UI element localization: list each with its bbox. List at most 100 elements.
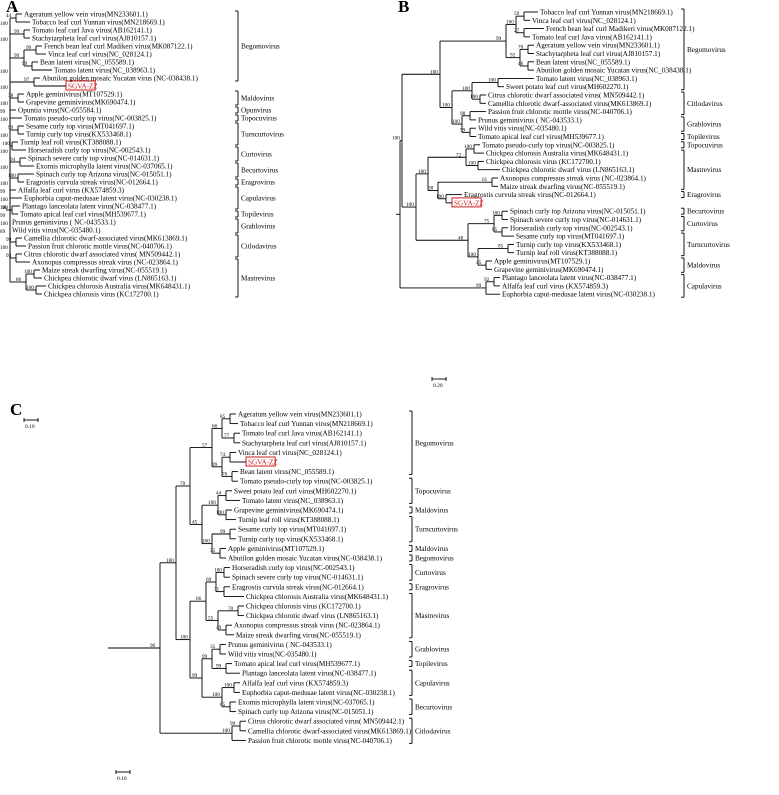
leaf-label: Chickpea chlorosis Australia virus(MK648… — [486, 150, 629, 158]
leaf-label: Alfalfa leaf curl virus (KX574859.3) — [502, 282, 609, 290]
scale-bar-label: 0.10 — [117, 776, 127, 782]
bootstrap-value: 100 — [0, 245, 8, 251]
leaf-label: Camellia chlorotic dwarf-associated viru… — [24, 235, 188, 243]
bootstrap-value: 100 — [166, 558, 174, 564]
bootstrap-value: 59 — [514, 11, 520, 17]
leaf-label: Bean latent virus(NC_055589.1) — [536, 58, 631, 66]
bootstrap-value: 99 — [202, 654, 208, 660]
leaf-label: Chickpea chlorotic dwarf virus (LN865163… — [502, 166, 635, 174]
genus-label: Maldovirus — [415, 507, 448, 515]
bootstrap-value: 100 — [24, 269, 32, 275]
bootstrap-value: 99 — [216, 663, 222, 669]
scale-bar-label: 0.20 — [433, 383, 443, 389]
leaf-label: Prunus geminivirus ( NC-043533.1) — [228, 641, 332, 649]
bootstrap-value: 100 — [216, 510, 224, 516]
genus-label: Citlodavirus — [241, 243, 277, 251]
genus-label: Grablovirus — [241, 223, 276, 231]
bootstrap-value: 76 — [222, 471, 228, 477]
bootstrap-value: 99 — [192, 673, 198, 679]
bootstrap-value: 100 — [464, 144, 472, 150]
leaf-label: Prunus geminivirus ( NC-043533.1) — [478, 116, 582, 124]
leaf-label: Sweet potato leaf curl virus(MH602270.1) — [506, 83, 629, 91]
scale-bar-label: 0.10 — [25, 424, 35, 430]
genus-label: Turncurtovirus — [415, 526, 458, 534]
bootstrap-value: 98 — [460, 111, 466, 117]
leaf-label: Wild vitis virus(NC-035480.1) — [12, 227, 101, 235]
leaf-label: Vinca leaf curl virus(NC_028124.1) — [532, 17, 636, 25]
leaf-label: Bean latent virus(NC_055589.1) — [40, 59, 135, 67]
bootstrap-value: 92 — [484, 277, 490, 283]
bootstrap-value: 99 — [22, 61, 28, 67]
bootstrap-value: 99 — [212, 462, 218, 468]
leaf-label: French bean leaf curl Madikeri virus(MK0… — [546, 25, 695, 33]
leaf-label: Camellia chlorotic dwarf-associated viru… — [488, 100, 652, 108]
bootstrap-value: 35 — [210, 548, 216, 554]
genus-label: Becurtovirus — [241, 167, 278, 175]
bootstrap-value: 99 — [230, 721, 236, 727]
bootstrap-value: 99 — [496, 36, 502, 42]
leaf-label: Tomato apical leaf curl virus(MH539677.1… — [478, 133, 604, 141]
leaf-label: Tomato apical leaf curl virus(MH539677.1… — [234, 660, 360, 668]
leaf-label: Plantago lanceolata latent virus(NC-0384… — [22, 203, 157, 211]
leaf-label: Passion fruit chlorotic mottle virus(NC-… — [248, 737, 393, 745]
bootstrap-value: 100 — [492, 210, 500, 216]
bootstrap-value: 100 — [430, 69, 438, 75]
bootstrap-value: 59 — [460, 127, 466, 133]
bootstrap-value: 100 — [442, 102, 450, 108]
query-sequence-label: SGVA-ZZ — [68, 83, 98, 91]
leaf-label: Apple geminivirus(MT107529.1) — [228, 545, 325, 553]
leaf-label: Maize streak dwarfing virus(NC-055519.1) — [42, 267, 168, 275]
panel-label: A — [6, 0, 19, 16]
genus-label: Mastrevirus — [415, 612, 450, 620]
leaf-label: Vinca leaf curl virus(NC_028124.1) — [48, 51, 152, 59]
bootstrap-value: 44 — [6, 13, 12, 19]
leaf-label: Chickpea chlorotic dwarf virus (LN865163… — [246, 612, 379, 620]
bootstrap-value: 94 — [10, 157, 16, 163]
leaf-label: Grapevine geminivirus(MK690474.1) — [26, 99, 136, 107]
bootstrap-value: 99 — [0, 189, 6, 195]
genus-label: Begomovirus — [415, 439, 454, 447]
leaf-label: Abutilon golden mosaic Yucatan virus(NC_… — [536, 67, 692, 75]
query-highlight-box — [65, 80, 96, 91]
bootstrap-value: 100 — [452, 119, 460, 125]
bootstrap-value: 85 — [498, 244, 504, 250]
leaf-label: Plantago lanceolata latent virus(NC-0384… — [502, 274, 637, 282]
leaf-label: Spinach severe curly top virus(NC-014631… — [510, 216, 642, 224]
bootstrap-value: 100 — [0, 197, 8, 203]
bootstrap-value: 74 — [220, 452, 226, 458]
genus-label: Begomovirus — [687, 46, 726, 54]
leaf-label: Tomato pseudo-curly top virus(NC-003825.… — [482, 141, 615, 149]
leaf-label: Turnip curly top virus(KX533468.1) — [26, 131, 132, 139]
bootstrap-value: 70 — [228, 606, 234, 612]
bootstrap-value: 99 — [0, 213, 6, 219]
genus-label: Curtovirus — [241, 151, 272, 159]
bootstrap-value: 55 — [208, 615, 214, 621]
genus-label: Eragrovirus — [241, 179, 275, 187]
bootstrap-value: 100 — [0, 149, 8, 155]
leaf-label: Sweet potato leaf curl virus(MH602270.1) — [234, 487, 357, 495]
leaf-label: Ageratum yellow vein virus(MN233601.1) — [24, 11, 148, 19]
bootstrap-value: 100 — [224, 683, 232, 689]
leaf-label: Horseradish curly top virus(NC-002543.1) — [232, 564, 355, 572]
leaf-label: Tomato leaf curl Java virus(AB162141.1) — [32, 27, 152, 35]
bootstrap-value: 89 — [0, 229, 6, 235]
leaf-label: Citrus chlorotic dwarf associated virus(… — [488, 92, 645, 100]
bootstrap-value: 57 — [202, 443, 208, 449]
bootstrap-value: 38 — [8, 93, 14, 99]
genus-label: Grablovirus — [687, 121, 722, 129]
bootstrap-value: 100 — [0, 205, 8, 211]
genus-label: Maldovirus — [687, 262, 720, 270]
bootstrap-value: 100 — [180, 635, 188, 641]
panel-a-tree: A Ageratum yellow vein virus(MN233601.1) T… — [0, 0, 284, 430]
bootstrap-value: 100 — [8, 173, 16, 179]
leaf-label: Spinach curly top Arizona virus(NC-01505… — [238, 708, 374, 716]
leaf-label: Spinach curly top Arizona virus(NC-01505… — [510, 208, 646, 216]
leaf-label: Ageratum yellow vein virus(MN233601.1) — [536, 42, 660, 50]
leaf-label: Passion fruit chlorotic mottle virus(NC-… — [28, 243, 173, 251]
leaf-label: Citrus chlorotic dwarf associated virus(… — [24, 251, 181, 259]
bootstrap-value: 100 — [222, 728, 230, 734]
genus-label: Grablovirus — [415, 646, 450, 654]
leaf-label: Apple geminivirus(MT107529.1) — [26, 91, 123, 99]
genus-label: Begomovirus — [241, 43, 280, 51]
